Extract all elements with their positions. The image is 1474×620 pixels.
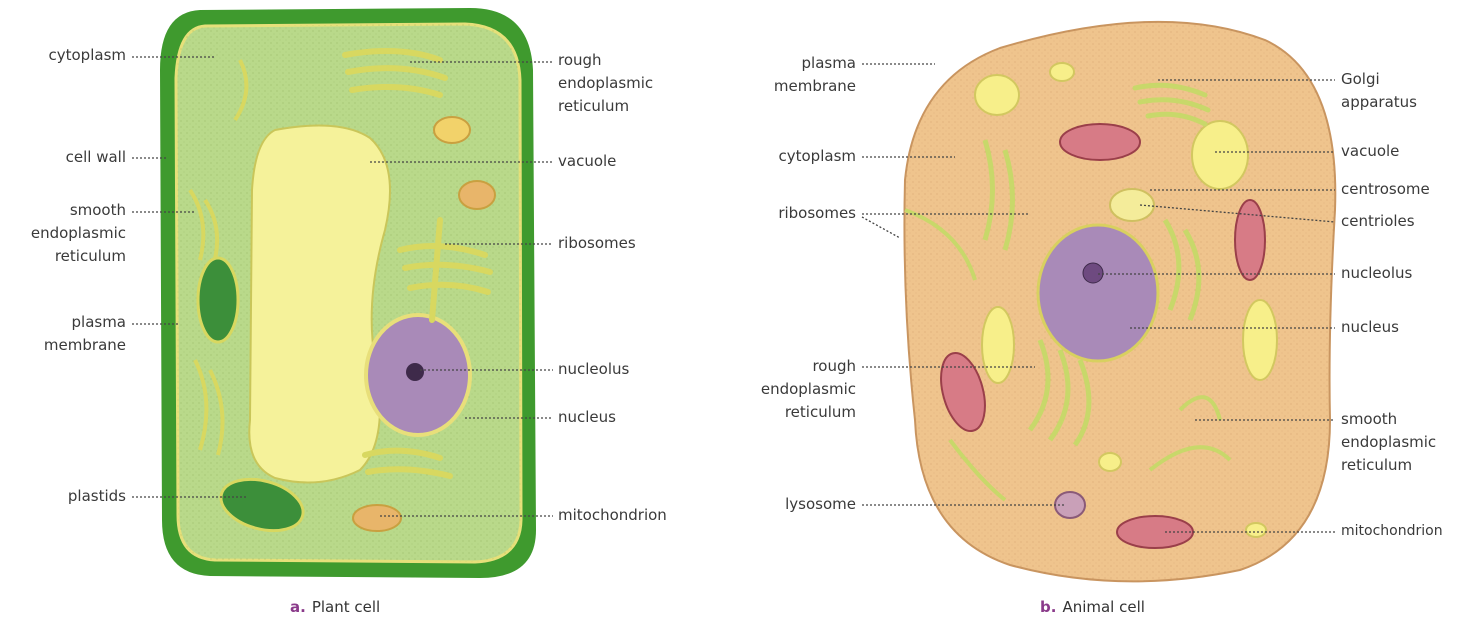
plant-label-vacuole: vacuole bbox=[558, 150, 616, 173]
label-line: reticulum bbox=[761, 401, 856, 424]
animal-label-nucleolus: nucleolus bbox=[1341, 262, 1412, 285]
plant-caption-text: Plant cell bbox=[312, 598, 380, 616]
animal-caption-text: Animal cell bbox=[1062, 598, 1145, 616]
animal-label-plasma-membrane: plasma membrane bbox=[774, 52, 856, 98]
label-line: smooth bbox=[31, 199, 126, 222]
label-line: smooth bbox=[1341, 408, 1436, 431]
label-line: reticulum bbox=[558, 95, 653, 118]
animal-label-ribosomes: ribosomes bbox=[778, 202, 856, 225]
animal-label-nucleus: nucleus bbox=[1341, 316, 1399, 339]
animal-caption-letter: b. bbox=[1040, 598, 1056, 616]
animal-label-mitochondrion: mitochondrion bbox=[1341, 520, 1443, 543]
plant-label-ribosomes: ribosomes bbox=[558, 232, 636, 255]
plant-label-nucleus: nucleus bbox=[558, 406, 616, 429]
animal-label-lysosome: lysosome bbox=[785, 493, 856, 516]
plant-nucleolus bbox=[406, 363, 424, 381]
plant-label-cytoplasm: cytoplasm bbox=[49, 44, 127, 67]
plant-label-rough-er: rough endoplasmic reticulum bbox=[558, 49, 653, 118]
label-line: endoplasmic bbox=[761, 378, 856, 401]
animal-label-centrosome: centrosome bbox=[1341, 178, 1430, 201]
animal-label-golgi: Golgi apparatus bbox=[1341, 68, 1417, 114]
label-line: reticulum bbox=[1341, 454, 1436, 477]
plant-cell bbox=[160, 8, 536, 578]
label-line: apparatus bbox=[1341, 91, 1417, 114]
label-line: endoplasmic bbox=[558, 72, 653, 95]
label-line: endoplasmic bbox=[1341, 431, 1436, 454]
plant-caption-letter: a. bbox=[290, 598, 306, 616]
label-line: membrane bbox=[774, 75, 856, 98]
plant-label-plasma-membrane: plasma membrane bbox=[44, 311, 126, 357]
plant-caption: a. Plant cell bbox=[290, 598, 380, 616]
label-line: endoplasmic bbox=[31, 222, 126, 245]
plant-label-smooth-er: smooth endoplasmic reticulum bbox=[31, 199, 126, 268]
label-line: plasma bbox=[774, 52, 856, 75]
plant-label-cell-wall: cell wall bbox=[66, 146, 126, 169]
plant-label-nucleolus: nucleolus bbox=[558, 358, 629, 381]
label-line: rough bbox=[761, 355, 856, 378]
animal-label-smooth-er: smooth endoplasmic reticulum bbox=[1341, 408, 1436, 477]
label-line: reticulum bbox=[31, 245, 126, 268]
animal-centrosome bbox=[1110, 189, 1154, 221]
animal-label-centrioles: centrioles bbox=[1341, 210, 1415, 233]
animal-label-cytoplasm: cytoplasm bbox=[779, 145, 857, 168]
plant-label-mitochondrion: mitochondrion bbox=[558, 504, 667, 527]
plant-label-plastids: plastids bbox=[68, 485, 126, 508]
label-line: Golgi bbox=[1341, 68, 1417, 91]
animal-caption: b. Animal cell bbox=[1040, 598, 1145, 616]
animal-cell bbox=[904, 22, 1335, 582]
animal-label-vacuole: vacuole bbox=[1341, 140, 1399, 163]
animal-label-rough-er: rough endoplasmic reticulum bbox=[761, 355, 856, 424]
animal-nucleolus bbox=[1083, 263, 1103, 283]
animal-nucleus bbox=[1038, 225, 1158, 361]
plant-vacuole bbox=[249, 126, 390, 483]
label-line: rough bbox=[558, 49, 653, 72]
label-line: plasma bbox=[44, 311, 126, 334]
label-line: membrane bbox=[44, 334, 126, 357]
